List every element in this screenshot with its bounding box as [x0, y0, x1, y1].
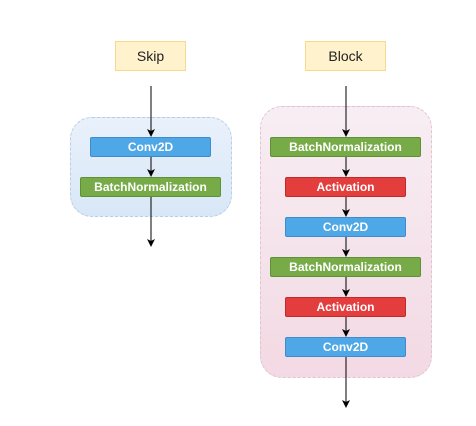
- skip-header: Skip: [115, 41, 186, 71]
- block-activation-node-1: Activation: [285, 177, 406, 197]
- block-batchnorm-node-1: BatchNormalization: [270, 137, 421, 157]
- block-conv2d-node-1: Conv2D: [285, 217, 406, 237]
- block-header: Block: [305, 41, 386, 71]
- block-conv2d-node-2: Conv2D: [285, 337, 406, 357]
- skip-batchnorm-node: BatchNormalization: [80, 177, 221, 197]
- skip-conv2d-node: Conv2D: [90, 137, 211, 157]
- block-batchnorm-node-2: BatchNormalization: [270, 257, 421, 277]
- block-activation-node-2: Activation: [285, 297, 406, 317]
